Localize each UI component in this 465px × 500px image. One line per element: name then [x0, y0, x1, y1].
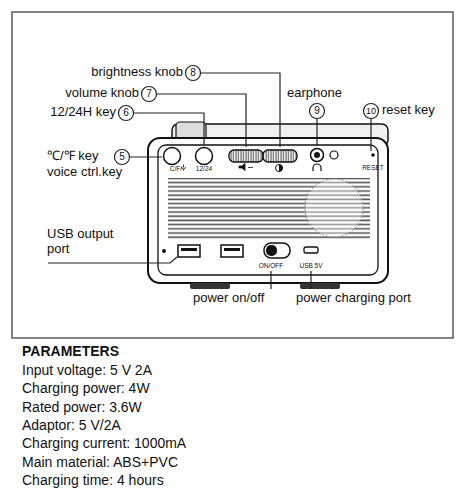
parameter-line: Charging power: 4W: [22, 380, 150, 396]
usb-port: [221, 245, 243, 257]
usb-port: [224, 248, 240, 251]
earphone-jack: [311, 149, 324, 162]
part-name: USB output port: [47, 227, 139, 257]
brightness-icon: [276, 165, 283, 172]
1224-button: [196, 148, 213, 165]
volume-knob: [229, 150, 263, 162]
foot: [300, 283, 340, 289]
part-name: power charging port: [296, 291, 411, 306]
headphone-icon: [313, 164, 321, 171]
parameter-line: Charging time: 4 hours: [22, 472, 164, 488]
leader-line: [156, 94, 246, 147]
usb-port: [181, 248, 197, 251]
speaker: [305, 179, 363, 237]
leader-line: [133, 113, 204, 145]
leader-line: [129, 156, 162, 157]
callout-number: 7: [146, 88, 152, 100]
part-name: volume knob: [65, 86, 139, 101]
usb-port: [178, 245, 200, 257]
callout-circle: [364, 104, 379, 119]
part-name: reset key: [382, 103, 435, 118]
panel-label: USB 5V: [299, 262, 322, 269]
callout-number: 5: [119, 151, 125, 163]
frame: [12, 12, 453, 338]
cf-button: [164, 148, 181, 165]
parameter-line: Charging current: 1000mA: [22, 435, 186, 451]
power-switch: [264, 243, 290, 258]
micro-usb: [304, 247, 318, 253]
indicator-dot: [162, 249, 166, 253]
leader-line: [270, 271, 271, 289]
earphone-jack: [314, 152, 320, 158]
panel-label: RESET: [362, 164, 384, 171]
front-panel: [158, 145, 378, 275]
brightness-icon: [279, 165, 283, 172]
part-name: earphone: [287, 86, 342, 101]
reset-hole: [371, 153, 375, 157]
callout-circle: [186, 66, 201, 81]
callout-circle: [115, 150, 130, 165]
leader-line: [310, 271, 311, 289]
leader-line: [316, 118, 317, 146]
panel-label: C/F/: [170, 165, 182, 172]
callout-circle: [142, 87, 157, 102]
parameter-line: Input voltage: 5 V 2A: [22, 362, 152, 378]
callout-circle: [119, 106, 134, 121]
callout-number: 9: [314, 105, 320, 117]
brightness-knob: [263, 150, 297, 162]
part-name: ℃/℉ key: [47, 149, 98, 164]
callout-number: 8: [190, 67, 196, 79]
parameter-line: Rated power: 3.6W: [22, 399, 142, 415]
device-body: [148, 138, 388, 283]
callout-number: 10: [366, 106, 376, 116]
panel-label: 12/24: [196, 165, 212, 172]
parameter-line: Adaptor: 5 V/2A: [22, 417, 121, 433]
leader-line: [48, 257, 177, 263]
part-name: voice ctrl.key: [47, 165, 122, 180]
panel-label: ON/OFF: [259, 262, 284, 269]
callout-circle: [115, 66, 379, 165]
part-name: brightness knob: [91, 65, 183, 80]
table-heading: PARAMETERS: [22, 343, 119, 359]
leader-line: [200, 73, 280, 147]
small-icon: [330, 151, 338, 159]
leader-line: [48, 73, 371, 289]
speaker-icon: [239, 164, 253, 171]
leader-line: [370, 118, 371, 151]
callout-number: 6: [123, 107, 129, 119]
foot: [190, 283, 230, 289]
speaker-grille: [168, 178, 370, 240]
part-name: power on/off: [193, 291, 264, 306]
power-switch: [266, 245, 277, 256]
part-name: 12/24H key: [50, 105, 116, 120]
callout-circle: [310, 104, 325, 119]
parameter-line: Main material: ABS+PVC: [22, 454, 178, 470]
